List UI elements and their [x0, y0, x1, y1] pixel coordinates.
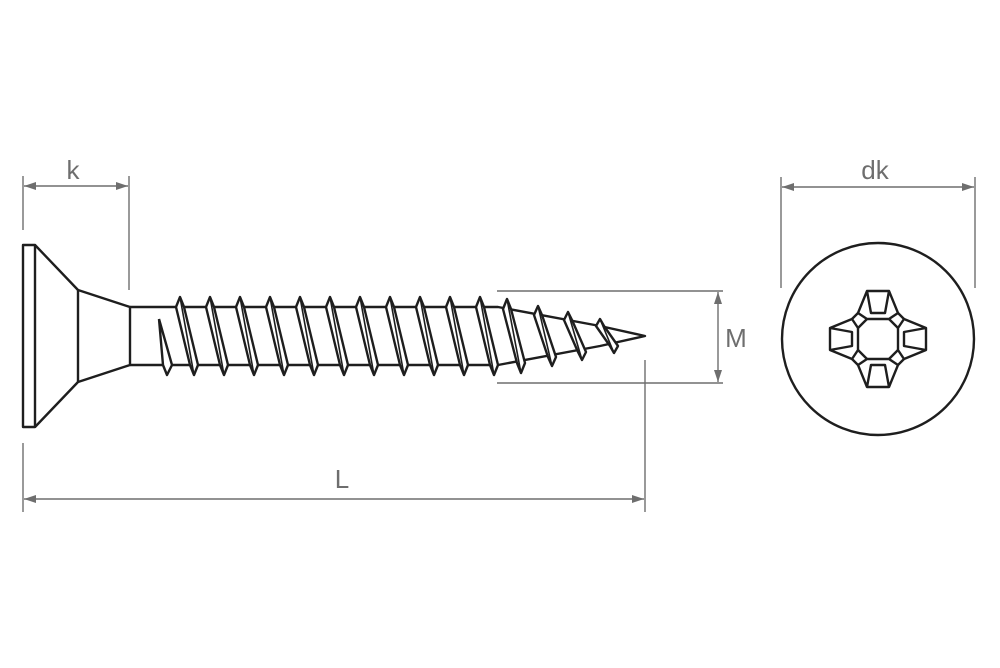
dimension-l [22, 360, 646, 512]
head-circle [780, 241, 976, 437]
top-view [780, 241, 976, 437]
dimension-k [22, 176, 130, 290]
dimension-dk [780, 177, 976, 288]
label-k: k [66, 155, 80, 185]
label-l: L [334, 464, 350, 494]
threads [157, 295, 620, 377]
countersink-cone [34, 244, 132, 428]
cross-recess-icon [828, 289, 928, 389]
thread-start [157, 318, 174, 377]
label-m: M [725, 323, 747, 353]
label-dk: dk [861, 155, 889, 185]
dimension-m [497, 290, 723, 384]
head-top-plate [21, 243, 37, 429]
side-view [21, 243, 647, 429]
